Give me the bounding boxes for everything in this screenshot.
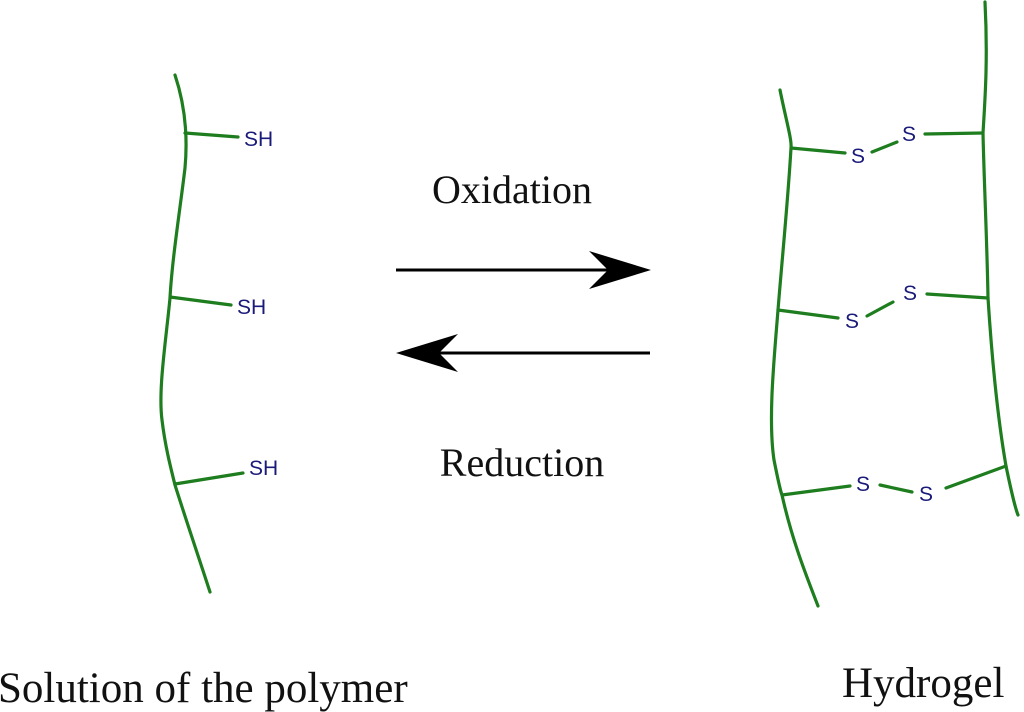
crosslink-3-left-sulfur: S: [856, 473, 870, 496]
thiol-group-3: SH: [249, 457, 278, 480]
thiol-bond-1: [183, 131, 240, 139]
polymer-solution-caption: Solution of the polymer: [0, 665, 408, 712]
hydrogel-left-backbone: [769, 88, 820, 608]
thiol-group-2: SH: [237, 296, 266, 319]
hydrogel-right-backbone: [981, 0, 1020, 517]
oxidation-label: Oxidation: [432, 167, 592, 212]
crosslink-2-left-bond: [776, 308, 840, 320]
forward-arrow-head: [589, 251, 651, 289]
reduction-label: Reduction: [440, 440, 604, 485]
polymer-solution: SH SH SH: [159, 73, 278, 594]
thiol-bond-3: [173, 471, 245, 486]
crosslink-2-right-sulfur: S: [903, 282, 917, 305]
crosslink-1-left-bond: [789, 146, 847, 155]
polymer-backbone: [159, 73, 212, 594]
crosslink-2-ss-bond: [865, 300, 895, 318]
crosslink-3-ss-bond: [878, 483, 914, 494]
crosslink-1-right-sulfur: S: [902, 123, 916, 146]
crosslink-3-left-bond: [780, 484, 852, 497]
crosslink-2-right-bond: [925, 292, 990, 300]
crosslink-1-left-sulfur: S: [851, 145, 865, 168]
crosslink-3-right-bond: [944, 464, 1008, 490]
thiol-bond-2: [168, 295, 233, 307]
crosslink-1-right-bond: [923, 131, 985, 136]
reaction-arrows: Oxidation Reduction: [396, 167, 651, 485]
hydrogel-caption: Hydrogel: [842, 660, 1004, 707]
reverse-arrow-head: [396, 334, 458, 372]
hydrogel-network: S S S S S S: [769, 0, 1020, 608]
crosslink-1-ss-bond: [870, 140, 899, 154]
crosslink-2-left-sulfur: S: [845, 310, 859, 333]
thiol-group-1: SH: [244, 128, 273, 151]
crosslink-3-right-sulfur: S: [919, 483, 933, 506]
